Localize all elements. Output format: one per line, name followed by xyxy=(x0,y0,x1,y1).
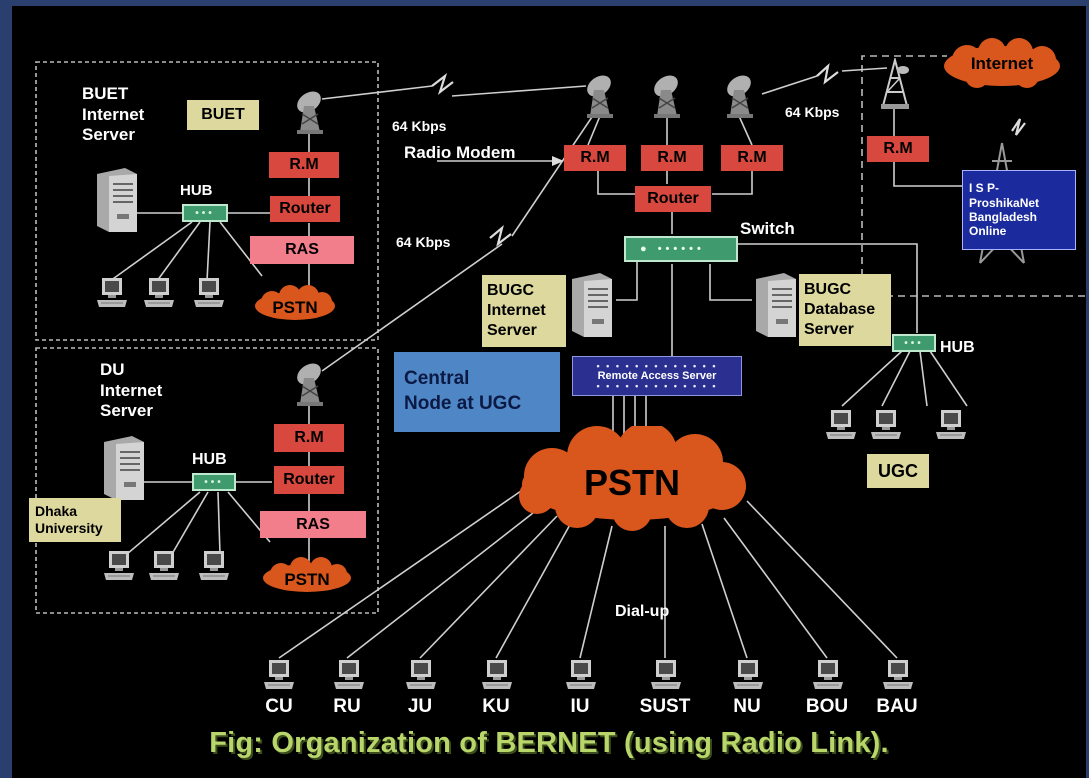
isp-label: I S P- ProshikaNet Bangladesh Online xyxy=(962,170,1076,250)
bugc-internet-server-label: BUGC Internet Server xyxy=(482,275,566,347)
computer-icon xyxy=(197,549,231,588)
computer-icon xyxy=(262,658,296,697)
bugc-database-server-label: BUGC Database Server xyxy=(799,274,891,346)
internet-cloud: Internet xyxy=(937,38,1067,90)
figure-caption: Fig: Organization of BERNET (using Radio… xyxy=(209,727,889,759)
computer-icon xyxy=(142,276,176,315)
computer-icon xyxy=(192,276,226,315)
du-ras: RAS xyxy=(260,511,366,538)
du-radio-modem: R.M xyxy=(274,424,344,452)
university-label-cu: CU xyxy=(265,696,293,717)
central-radio-modem-right: R.M xyxy=(721,145,783,171)
pstn-cloud-du: PSTN xyxy=(257,556,357,596)
server-icon-buet xyxy=(97,168,137,232)
satellite-dish-icon-central-left xyxy=(587,75,613,118)
computer-icon xyxy=(731,658,765,697)
hub-du: ••• xyxy=(192,473,236,491)
computer-icon xyxy=(811,658,845,697)
university-label-ju: JU xyxy=(407,696,433,717)
university-label-bou: BOU xyxy=(805,696,849,717)
dialup-label: Dial-up xyxy=(615,603,670,620)
satellite-dish-icon-du xyxy=(297,363,323,406)
central-node-label: Central Node at UGC xyxy=(394,352,560,432)
university-label-iu: IU xyxy=(570,696,590,717)
university-label-nu: NU xyxy=(733,696,761,717)
central-router: Router xyxy=(635,186,711,212)
du-hub-label: HUB xyxy=(192,451,227,468)
buet-tag: BUET xyxy=(187,100,259,130)
speed-label-top: 64 Kbps xyxy=(392,118,447,134)
remote-access-server: • • • • • • • • • • • • • Remote Access … xyxy=(572,356,742,396)
server-icon-du xyxy=(104,436,144,500)
du-server-label: DU Internet Server xyxy=(100,360,163,421)
computer-icon xyxy=(881,658,915,697)
du-tag: Dhaka University xyxy=(29,498,121,542)
remote-access-server-label: Remote Access Server xyxy=(597,370,717,382)
hub-ugc: ••• xyxy=(892,334,936,352)
buet-ras: RAS xyxy=(250,236,354,264)
computer-icon xyxy=(824,408,858,447)
satellite-dish-icon-central-right xyxy=(727,75,753,118)
buet-pstn-label: PSTN xyxy=(272,298,318,317)
buet-radio-modem: R.M xyxy=(269,152,339,178)
du-pstn-label: PSTN xyxy=(284,570,330,589)
satellite-dish-icon-buet xyxy=(297,91,323,134)
computer-icon xyxy=(934,408,968,447)
du-router: Router xyxy=(274,466,344,494)
central-pstn-label: PSTN xyxy=(583,461,680,503)
isp-radio-modem: R.M xyxy=(867,136,929,162)
server-icon-bugc-internet xyxy=(572,273,612,337)
central-radio-modem-mid: R.M xyxy=(641,145,703,171)
pstn-cloud-central: PSTN xyxy=(507,426,757,531)
computer-icon xyxy=(649,658,683,697)
buet-hub-label: HUB xyxy=(180,182,213,199)
internet-label: Internet xyxy=(970,54,1034,73)
hub-buet: ••• xyxy=(182,204,228,222)
network-switch: ● •••••• xyxy=(624,236,738,262)
university-label-ku: KU xyxy=(482,696,510,717)
speed-label-right: 64 Kbps xyxy=(785,104,840,120)
computer-icon xyxy=(147,549,181,588)
university-label-sust: SUST xyxy=(639,696,691,717)
central-radio-modem-left: R.M xyxy=(564,145,626,171)
connection-lines xyxy=(35,55,1086,659)
ugc-hub-label: HUB xyxy=(940,339,975,356)
computer-icon xyxy=(95,276,129,315)
computer-icon xyxy=(404,658,438,697)
ugc-tag: UGC xyxy=(867,454,929,488)
buet-server-label: BUET Internet Server xyxy=(82,84,145,145)
radio-modem-label: Radio Modem xyxy=(404,143,516,162)
computer-icon xyxy=(869,408,903,447)
computer-icon xyxy=(480,658,514,697)
server-icon-bugc-database xyxy=(756,273,796,337)
bernet-diagram: ••• ••• ● •••••• ••• BUET Internet Serve… xyxy=(12,6,1086,778)
buet-router: Router xyxy=(270,196,340,222)
switch-label: Switch xyxy=(740,219,795,238)
university-label-ru: RU xyxy=(333,696,361,717)
computer-icon xyxy=(102,549,136,588)
radio-tower-icon-isp xyxy=(881,58,909,109)
satellite-dish-icon-central-mid xyxy=(654,75,680,118)
computer-icon xyxy=(332,658,366,697)
speed-label-mid: 64 Kbps xyxy=(396,234,451,250)
university-label-bau: BAU xyxy=(876,696,918,717)
pstn-cloud-buet: PSTN xyxy=(250,284,340,324)
computer-icon xyxy=(564,658,598,697)
